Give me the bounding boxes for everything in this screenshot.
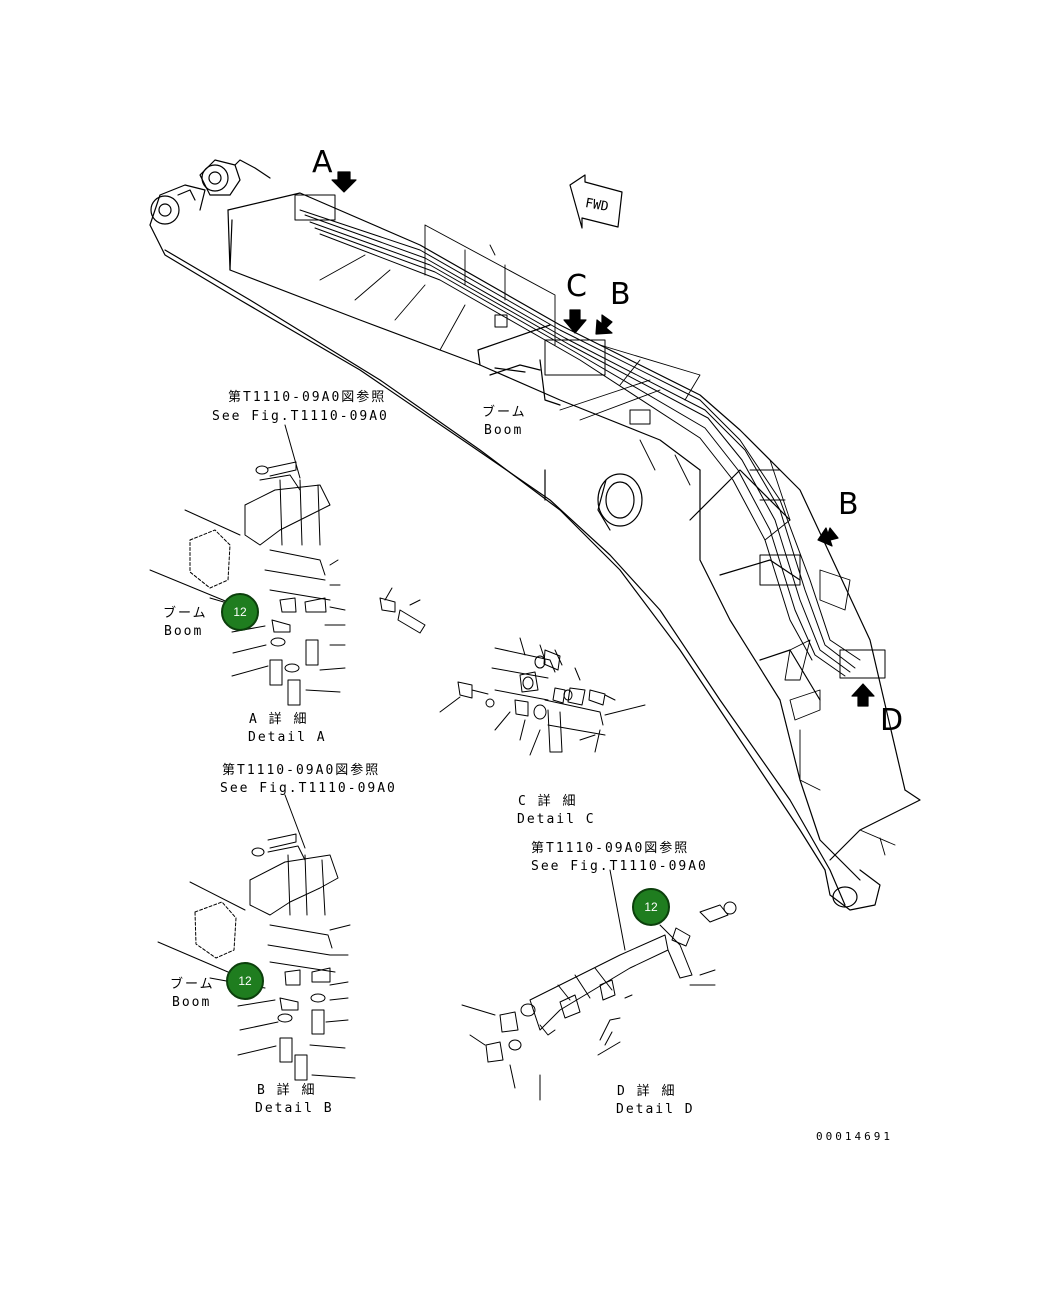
ref-a-en: See Fig.T1110-09A0 <box>212 409 389 424</box>
part-badge-a[interactable]: 12 <box>221 593 259 631</box>
ref-a-jp: 第T1110-09A0図参照 <box>228 390 387 405</box>
boom-label-jp-b: ブーム <box>170 977 215 992</box>
boom-label-jp-a: ブーム <box>163 606 208 621</box>
detail-d-drawing <box>461 869 737 1101</box>
part-badge-b[interactable]: 12 <box>226 962 264 1000</box>
boom-label-en-a: Boom <box>164 624 204 639</box>
detail-b-title-jp: B 詳 細 <box>257 1083 317 1098</box>
callout-c: C <box>566 269 587 304</box>
detail-a-title-en: Detail A <box>248 730 327 745</box>
callout-a: A <box>312 145 333 180</box>
ref-b-en: See Fig.T1110-09A0 <box>220 781 397 796</box>
callout-b-side: B <box>838 487 859 522</box>
callout-arrows <box>331 171 875 707</box>
boom-label-en-main: Boom <box>484 423 524 438</box>
ref-b-jp: 第T1110-09A0図参照 <box>222 763 381 778</box>
detail-d-title-jp: D 詳 細 <box>617 1084 677 1099</box>
boom-body <box>149 159 921 911</box>
hydraulic-hoses <box>294 194 886 679</box>
detail-a-drawing <box>149 424 426 706</box>
main-leaders <box>319 224 896 856</box>
boom-label-jp-main: ブーム <box>482 405 527 420</box>
detail-c-title-jp: C 詳 細 <box>518 794 578 809</box>
detail-c-drawing <box>439 637 646 756</box>
callout-d: D <box>880 703 904 738</box>
fwd-arrow <box>569 174 623 229</box>
callout-b-top: B <box>610 277 631 312</box>
detail-b-drawing <box>157 794 356 1081</box>
detail-a-title-jp: A 詳 細 <box>249 712 309 727</box>
detail-c-title-en: Detail C <box>517 812 596 827</box>
detail-d-title-en: Detail D <box>616 1102 695 1117</box>
ref-d-jp: 第T1110-09A0図参照 <box>531 841 690 856</box>
boom-label-en-b: Boom <box>172 995 212 1010</box>
part-badge-d[interactable]: 12 <box>632 888 670 926</box>
drawing-number: 00014691 <box>816 1130 893 1143</box>
ref-d-en: See Fig.T1110-09A0 <box>531 859 708 874</box>
detail-b-title-en: Detail B <box>255 1101 334 1116</box>
